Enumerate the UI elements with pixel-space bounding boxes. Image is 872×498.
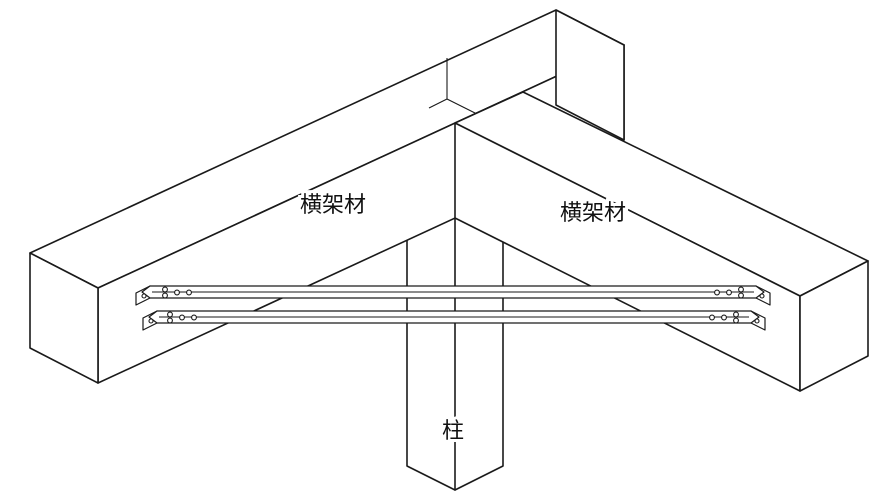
label-beam-left: 横架材 <box>300 193 366 218</box>
bolt <box>179 314 185 321</box>
bolt <box>754 318 760 324</box>
bolt <box>709 314 715 321</box>
labels: 横架材 横架材 柱 <box>297 190 629 447</box>
bolt <box>174 289 180 296</box>
bolt <box>148 318 154 324</box>
bolt <box>714 289 720 296</box>
metal-strap-lower <box>142 310 766 331</box>
bolt <box>733 311 739 318</box>
beam-right-end-face <box>799 260 869 392</box>
beam-left-near-end-face <box>29 252 99 384</box>
metal-strap-upper <box>135 285 771 306</box>
bolt <box>167 311 173 318</box>
notch-slant-right <box>446 98 478 115</box>
bolt <box>186 289 192 296</box>
notch-slant-left <box>428 98 448 109</box>
label-beam-right: 横架材 <box>560 201 626 226</box>
bolt <box>726 289 732 296</box>
bolt <box>738 286 744 293</box>
bolt <box>167 317 173 324</box>
bolt <box>733 317 739 324</box>
post <box>406 199 504 491</box>
bolt <box>721 314 727 321</box>
joint-notch <box>428 58 478 115</box>
beam-right <box>454 91 869 392</box>
bolt <box>162 286 168 293</box>
beam-left-far-end-face <box>555 9 625 141</box>
bolt <box>162 292 168 299</box>
bolt <box>141 293 147 299</box>
bolt <box>191 314 197 321</box>
bolt <box>738 292 744 299</box>
bolt <box>759 293 765 299</box>
label-post: 柱 <box>442 419 464 444</box>
